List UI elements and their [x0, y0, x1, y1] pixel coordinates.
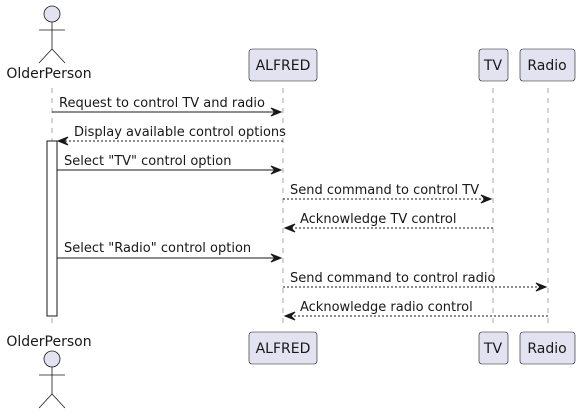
message-7: Send command to control radio — [283, 271, 548, 292]
arrow-head — [56, 136, 69, 146]
message-label: Acknowledge TV control — [300, 212, 456, 227]
arrow-head — [535, 282, 548, 292]
message-4: Send command to control TV — [283, 183, 493, 204]
arrow-head — [270, 253, 283, 263]
actor-head — [43, 5, 61, 23]
activation-bar-olderperson — [46, 140, 58, 317]
message-6: Select "Radio" control option — [57, 241, 283, 263]
arrow-head — [270, 107, 283, 117]
message-label: Acknowledge radio control — [300, 300, 473, 315]
arrow-head — [283, 223, 296, 233]
message-2: Display available control options — [56, 125, 286, 146]
message-5: Acknowledge TV control — [283, 212, 493, 233]
message-1: Request to control TV and radio — [52, 96, 283, 117]
participant-tv-bottom: TV — [478, 331, 509, 365]
actor-olderperson-top: OlderPerson — [6, 5, 92, 82]
actor-olderperson-bottom: OlderPerson — [6, 334, 92, 409]
participant-tv-top: TV — [478, 48, 509, 82]
participant-label: OlderPerson — [6, 334, 91, 350]
participant-label: OlderPerson — [6, 66, 91, 82]
actor-head — [43, 350, 61, 368]
participant-radio-top: Radio — [519, 48, 576, 82]
message-8: Acknowledge radio control — [283, 300, 548, 321]
message-label: Select "TV" control option — [64, 154, 231, 169]
participant-radio-bottom: Radio — [519, 331, 576, 365]
participant-label: ALFRED — [256, 341, 311, 357]
message-label: Request to control TV and radio — [59, 96, 265, 111]
message-label: Send command to control TV — [290, 183, 479, 198]
participant-alfred-bottom: ALFRED — [248, 331, 318, 365]
arrow-head — [270, 165, 283, 175]
participant-label: ALFRED — [256, 58, 311, 74]
arrow-head — [283, 311, 296, 321]
participant-label: TV — [483, 341, 503, 357]
message-label: Send command to control radio — [290, 271, 495, 286]
participant-label: TV — [483, 58, 503, 74]
message-label: Display available control options — [74, 125, 286, 140]
participant-label: Radio — [527, 58, 566, 74]
participant-alfred-top: ALFRED — [248, 48, 318, 82]
arrow-head — [480, 194, 493, 204]
message-label: Select "Radio" control option — [64, 241, 251, 256]
message-3: Select "TV" control option — [57, 154, 283, 175]
participant-label: Radio — [527, 341, 566, 357]
